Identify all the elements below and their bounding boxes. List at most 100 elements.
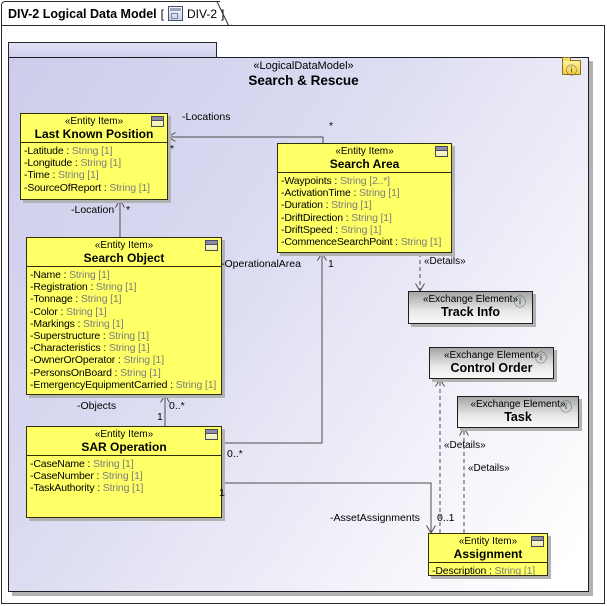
attribute: -Name : String [1] (30, 269, 218, 281)
attribute-name: -SourceOfReport : (24, 181, 110, 194)
attribute-type: String [1] (351, 211, 392, 224)
attribute: -Time : String [1] (24, 169, 164, 181)
class-icon (435, 146, 448, 157)
mult-operational-area-target: 1 (328, 258, 334, 270)
mult-locations-target: * (170, 143, 175, 155)
mult-locations-source: * (329, 120, 334, 132)
attribute: -TaskAuthority : String [1] (30, 482, 218, 494)
attribute-type: String [1] (331, 199, 372, 212)
exchange-name: Control Order (450, 361, 533, 375)
page-border (1, 25, 605, 604)
connector-asset-assignments[interactable] (222, 482, 432, 533)
class-icon (205, 429, 218, 440)
attribute-type: String [1] (175, 378, 217, 391)
entity-stereotype: «Entity Item» (335, 146, 394, 157)
entity-sar-operation[interactable]: «Entity Item» SAR Operation -CaseName : … (26, 426, 222, 518)
attribute-name: -CaseName : (30, 458, 93, 470)
connector-operational-area[interactable] (222, 253, 323, 444)
attribute-name: -Latitude : (24, 145, 72, 157)
attribute-type: String [1] (80, 293, 122, 306)
attribute-name: -CaseNumber : (30, 470, 103, 483)
attribute-type: String [1] (359, 187, 400, 200)
attribute: -CaseNumber : String [1] (30, 470, 218, 482)
entity-header: «Entity Item» Search Area (278, 144, 451, 173)
attribute-type: String [1] (102, 482, 144, 495)
attribute-name: -Superstructure : (30, 330, 109, 343)
connector-details-control-order-arrowhead (435, 378, 445, 387)
attribute-type: String [1] (123, 354, 164, 367)
exchange-track-info[interactable]: «Exchange Element» Track Info ⓘ (408, 291, 533, 324)
exchange-control-order[interactable]: «Exchange Element» Control Order ⓘ (429, 347, 554, 379)
attribute: -OwnerOrOperator : String [1] (30, 354, 218, 366)
attribute-name: -Duration : (281, 199, 332, 212)
exchange-task[interactable]: «Exchange Element» Task ⓘ (457, 396, 579, 428)
attribute-compartment: -Description : String [1] (429, 563, 547, 576)
attribute: -SourceOfReport : String [1] (24, 182, 164, 194)
label-locations: -Locations (182, 111, 231, 123)
attribute: -EmergencyEquipmentCarried : String [1] (30, 379, 218, 391)
frame-title: Search & Rescue (248, 73, 359, 88)
attribute-type: String [1] (69, 269, 110, 281)
attribute-type: String [1] (120, 366, 161, 379)
label-details-task: «Details» (468, 463, 510, 474)
entity-search-area[interactable]: «Entity Item» Search Area -Waypoints : S… (277, 143, 452, 253)
attribute: -Superstructure : String [1] (30, 330, 218, 342)
diagram-ref-icon (167, 6, 183, 21)
attribute: -DriftSpeed : String [1] (281, 224, 448, 236)
attribute-compartment: -Name : String [1] -Registration : Strin… (27, 267, 221, 393)
info-icon: ⓘ (566, 64, 577, 77)
mult-operational-area-source: 0..* (227, 448, 243, 460)
attribute-name: -Longitude : (24, 157, 81, 170)
attribute-type: String [1] (92, 458, 134, 470)
attribute: -Description : String [1] (432, 565, 544, 576)
info-icon: ⓘ (534, 351, 547, 365)
attribute: -Characteristics : String [1] (30, 342, 218, 354)
attribute-name: -Characteristics : (30, 342, 109, 355)
exchange-stereotype: «Exchange Element» (422, 294, 519, 305)
attribute-name: -Description : (432, 565, 495, 576)
entity-name: Search Object (83, 251, 165, 265)
attribute-name: -Tonnage : (30, 293, 81, 306)
entity-name: SAR Operation (81, 440, 167, 454)
connector-operational-area-arrowhead (317, 252, 327, 261)
attribute-name: -Markings : (30, 317, 84, 330)
entity-header: «Entity Item» Search Object (27, 238, 221, 267)
exchange-name: Track Info (440, 305, 501, 319)
attribute-name: -Time : (24, 169, 58, 182)
label-objects: -Objects (77, 400, 117, 412)
attribute-type: String [1] (109, 181, 150, 194)
attribute-name: -DriftSpeed : (281, 223, 341, 236)
exchange-stereotype: «Exchange Element» (470, 399, 566, 410)
attribute-type: String [1] (80, 157, 121, 170)
attribute-type: String [1] (58, 169, 99, 182)
attribute-type: String [1] (340, 223, 382, 236)
entity-last-known-position[interactable]: «Entity Item» Last Known Position -Latit… (20, 113, 168, 200)
entity-name: Assignment (453, 547, 523, 561)
attribute: -Color : String [1] (30, 306, 218, 318)
entity-assignment[interactable]: «Entity Item» Assignment -Description : … (428, 533, 548, 576)
label-details-track-info: «Details» (424, 256, 466, 267)
attribute-type: String [1] (400, 236, 442, 249)
label-operational-area: -OperationalArea (221, 258, 301, 270)
label-asset-assignments: -AssetAssignments (330, 512, 420, 524)
info-icon: ⓘ (513, 295, 526, 309)
attribute: -Registration : String [1] (30, 281, 218, 293)
attribute-type: String [1] (66, 305, 107, 318)
attribute-type: String [1] (108, 342, 150, 355)
attribute-type: String [1] (108, 330, 149, 343)
entity-stereotype: «Entity Item» (94, 240, 154, 251)
label-location: -Location (71, 204, 115, 216)
attribute-name: -Registration : (30, 281, 96, 294)
attribute: -ActivationTime : String [1] (281, 187, 448, 199)
attribute: -CommenceSearchPoint : String [1] (281, 236, 448, 248)
attribute: -PersonsOnBoard : String [1] (30, 367, 218, 379)
attribute: -Duration : String [1] (281, 199, 448, 211)
entity-search-object[interactable]: «Entity Item» Search Object -Name : Stri… (26, 237, 222, 395)
diagram-title-tab: DIV-2 Logical Data Model [ DIV-2 ] (1, 1, 232, 26)
entity-header: «Entity Item» SAR Operation (27, 427, 221, 456)
diagram-title: DIV-2 Logical Data Model (8, 6, 157, 21)
attribute-compartment: -Latitude : String [1] -Longitude : Stri… (21, 143, 167, 196)
connector-locations[interactable] (168, 136, 324, 143)
